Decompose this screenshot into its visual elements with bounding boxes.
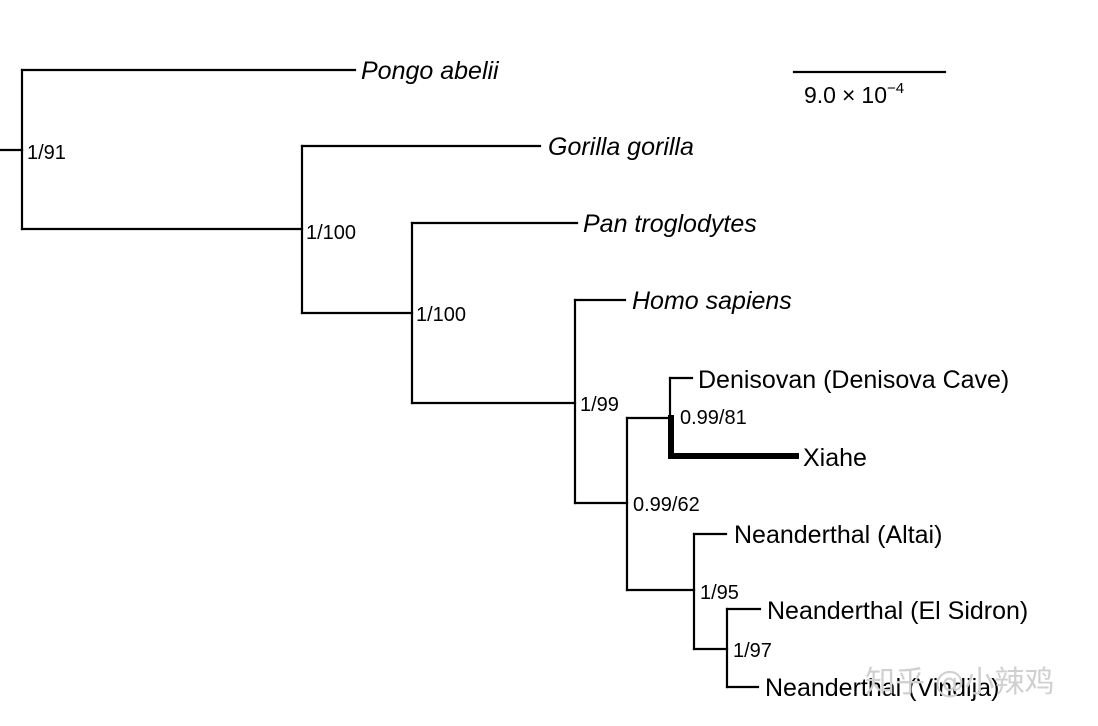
taxon-label-pongo: Pongo abelii [361, 57, 500, 85]
taxon-label-homo: Homo sapiens [632, 287, 792, 315]
taxon-label-gorilla: Gorilla gorilla [548, 133, 694, 161]
neanderthal-node-support-label: 1/95 [700, 582, 739, 604]
neanderthal-node-clade: 1/95 [692, 532, 739, 651]
denisovan-node-clade: 0.99/81 [668, 376, 799, 459]
archaic-node-clade: 0.99/62 [625, 416, 700, 592]
scale-bar-mantissa: 9.0 [804, 82, 836, 108]
taxon-label-xiahe: Xiahe [803, 444, 867, 472]
gorilla-node-clade: 1/100 [300, 144, 542, 315]
pan-node-clade: 1/100 [410, 221, 579, 405]
scale-bar-times: × [842, 82, 855, 108]
scale-bar-base: 10 [861, 82, 887, 108]
gorilla-node-support-label: 1/100 [306, 222, 356, 244]
scale-bar-exponent: −4 [887, 80, 904, 97]
taxon-label-neanderthal-elsidron: Neanderthal (El Sidron) [767, 597, 1028, 625]
taxon-label-neanderthal-altai: Neanderthal (Altai) [734, 521, 942, 549]
elsidron-vindija-node-clade: 1/97 [725, 607, 772, 689]
archaic-node-support-label: 0.99/62 [633, 494, 700, 516]
homo-node-support-label: 1/99 [580, 394, 619, 416]
scale-bar-label: 9.0×10−4 [804, 80, 904, 108]
denisovan-node-support-label: 0.99/81 [680, 407, 747, 429]
taxon-label-denisovan: Denisovan (Denisova Cave) [698, 366, 1009, 394]
pan-node-support-label: 1/100 [416, 304, 466, 326]
taxon-label-neanderthal-vindija: Neanderthal (Vindija) [765, 674, 999, 702]
scale-bar: 9.0×10−4 [792, 70, 947, 108]
taxon-label-pan: Pan troglodytes [583, 210, 757, 238]
root-clade: 1/91 [0, 68, 357, 231]
elsidron-vindija-node-support-label: 1/97 [733, 640, 772, 662]
root-support-label: 1/91 [27, 142, 66, 164]
watermark-text: 知乎 @小辣鸡 [865, 665, 1055, 700]
homo-node-clade: 1/99 [573, 298, 629, 505]
